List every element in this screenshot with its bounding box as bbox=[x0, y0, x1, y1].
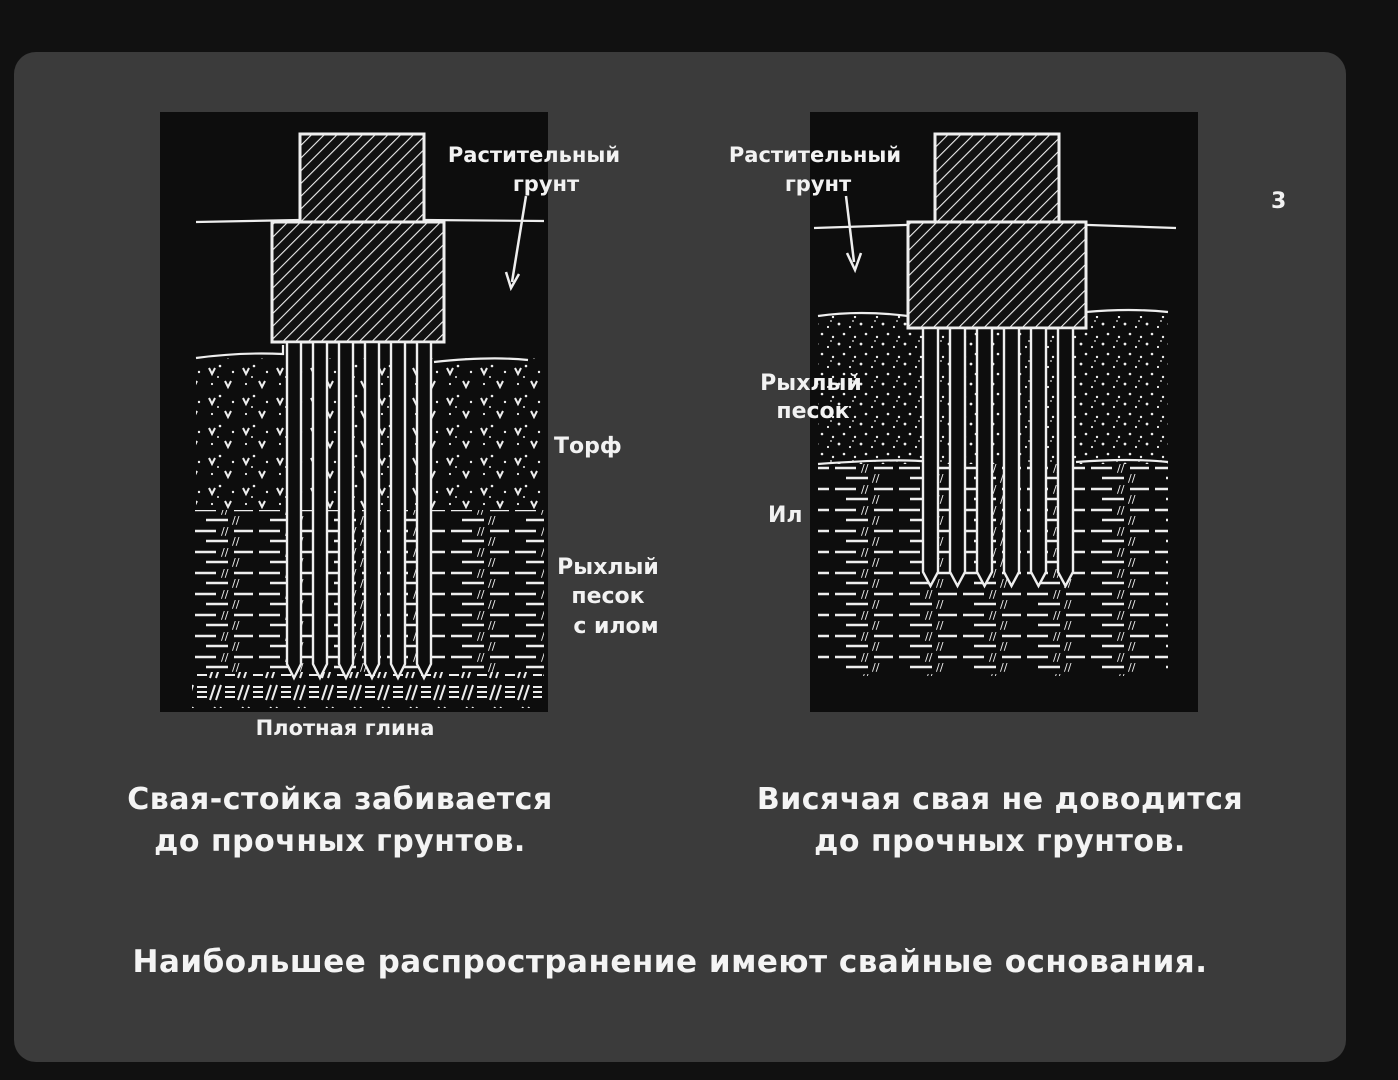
left-label-sand-2: песок bbox=[571, 584, 644, 609]
right-label-topsoil-1: Растительный bbox=[729, 143, 901, 167]
left-pile bbox=[363, 340, 381, 681]
right-label-silt: Ил bbox=[768, 503, 803, 528]
left-caption-line2: до прочных грунтов. bbox=[154, 824, 526, 859]
right-piles bbox=[921, 326, 1075, 589]
left-pile bbox=[389, 340, 407, 681]
left-label-topsoil-1: Растительный bbox=[448, 143, 620, 167]
right-pile bbox=[1056, 326, 1075, 589]
right-pile bbox=[975, 326, 994, 589]
right-panel bbox=[810, 112, 1198, 712]
left-label-topsoil-2: грунт bbox=[513, 172, 580, 196]
right-pile bbox=[948, 326, 967, 589]
right-pile bbox=[921, 326, 940, 589]
left-pile bbox=[337, 340, 355, 681]
right-caption-line1: Висячая свая не доводится bbox=[756, 782, 1244, 817]
left-topsoil-arrow bbox=[510, 195, 528, 283]
left-panel bbox=[160, 112, 548, 712]
left-label-sand-1: Рыхлый bbox=[557, 555, 659, 580]
right-caption-line2: до прочных грунтов. bbox=[814, 824, 1186, 859]
summary-text: Наибольшее распространение имеют свайные… bbox=[132, 944, 1208, 980]
right-label-sand-1: Рыхлый bbox=[760, 371, 862, 396]
left-piles bbox=[285, 340, 433, 681]
left-pile-cap bbox=[270, 220, 446, 344]
right-topsoil-arrow bbox=[844, 195, 856, 263]
right-pile bbox=[1002, 326, 1021, 589]
left-pile bbox=[415, 340, 433, 681]
left-pile bbox=[285, 340, 303, 681]
right-column bbox=[933, 132, 1061, 224]
left-label-peat: Торф bbox=[554, 434, 622, 459]
right-label-sand-2: песок bbox=[776, 399, 849, 424]
left-label-sand-3: с илом bbox=[573, 614, 658, 639]
right-pile bbox=[1029, 326, 1048, 589]
left-caption-line1: Свая-стойка забивается bbox=[127, 782, 553, 817]
left-pile bbox=[311, 340, 329, 681]
left-column bbox=[298, 132, 426, 224]
slide-number: 3 bbox=[1271, 189, 1286, 214]
left-label-clay: Плотная глина bbox=[256, 716, 435, 740]
right-pile-cap bbox=[906, 220, 1088, 330]
right-label-topsoil-2: грунт bbox=[785, 172, 852, 196]
